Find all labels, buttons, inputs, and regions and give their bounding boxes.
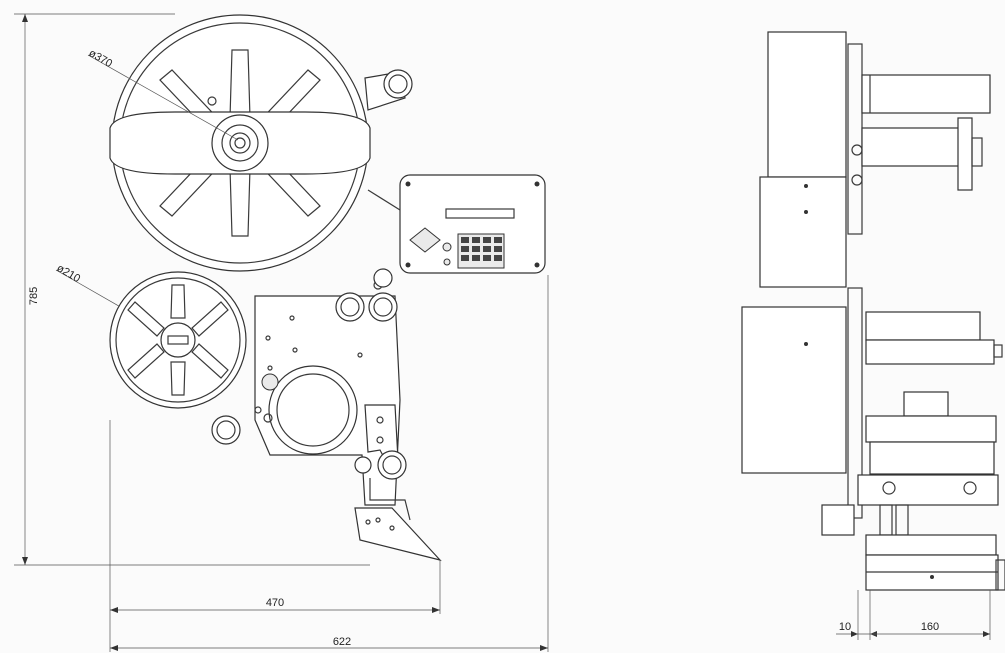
width-622-label: 622 bbox=[333, 636, 351, 648]
peel-plate bbox=[354, 404, 442, 562]
large-reel bbox=[109, 14, 371, 272]
side-dimension-160: 160 bbox=[870, 590, 991, 640]
width-470-label: 470 bbox=[266, 597, 284, 609]
side-dimension-10: 10 bbox=[836, 590, 877, 640]
front-view: 785 bbox=[14, 13, 549, 652]
height-label: 785 bbox=[28, 287, 40, 305]
keypad bbox=[457, 233, 505, 269]
upper-roller-arm bbox=[364, 69, 413, 111]
dia-small-label: ø210 bbox=[55, 262, 83, 285]
side-160-label: 160 bbox=[921, 621, 939, 633]
dia-large-label: ø370 bbox=[87, 47, 115, 70]
control-panel bbox=[367, 174, 546, 274]
side-10-label: 10 bbox=[839, 621, 851, 633]
side-view: 10 160 bbox=[741, 31, 1005, 640]
width-dimension-470: 470 bbox=[109, 420, 441, 652]
width-dimension-622: 622 bbox=[110, 275, 549, 652]
drive-roller bbox=[211, 365, 358, 455]
height-dimension: 785 bbox=[14, 13, 370, 566]
upper-roller-pair bbox=[335, 268, 398, 322]
small-reel bbox=[109, 271, 247, 409]
